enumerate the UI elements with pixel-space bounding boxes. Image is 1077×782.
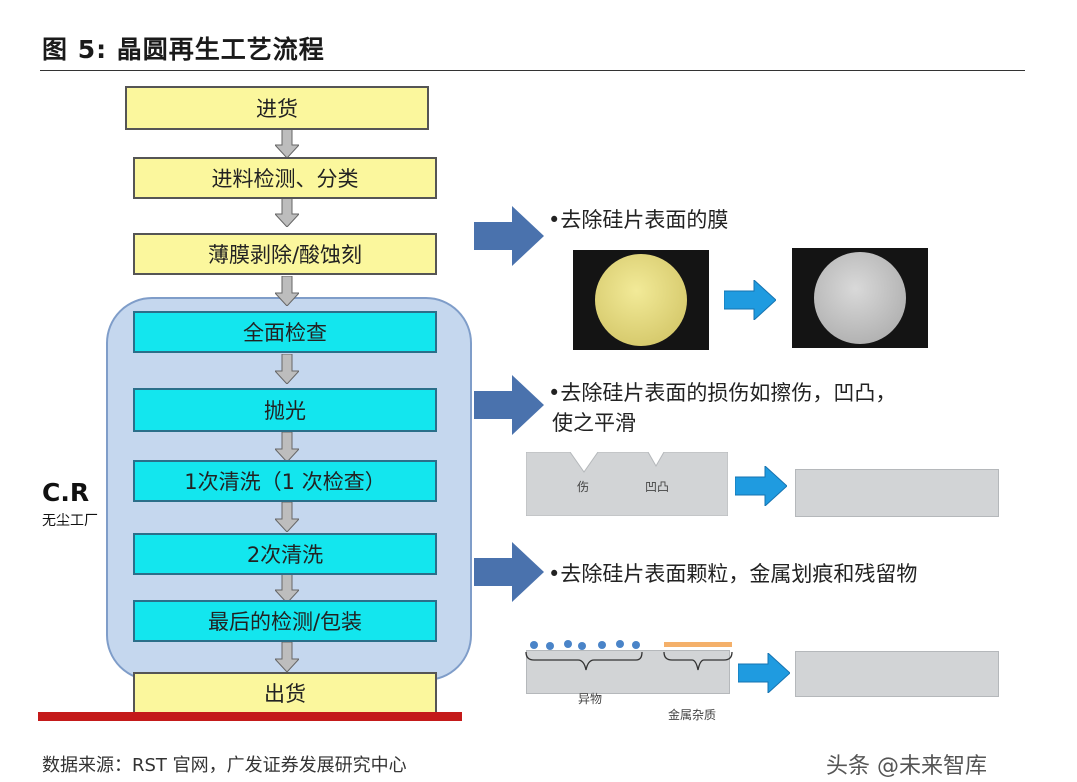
step-first-cleaning: 1次清洗（1 次检查） <box>133 460 437 502</box>
down-arrow-icon <box>275 642 299 672</box>
step-polishing: 抛光 <box>133 388 437 432</box>
particles-illustration <box>525 640 733 671</box>
wafer-gray-disc <box>814 252 906 344</box>
contaminated-surface-slab <box>526 650 730 694</box>
step-final-inspection-pack: 最后的检测/包装 <box>133 600 437 642</box>
wafer-yellow-disc <box>595 254 687 346</box>
label-foreign-matter: 异物 <box>578 692 603 706</box>
down-arrow-icon <box>275 502 299 532</box>
damaged-surface-illustration <box>526 452 728 516</box>
down-arrow-icon <box>275 432 299 462</box>
wafer-after-photo <box>792 248 928 348</box>
label-scratch: 伤 <box>577 480 590 494</box>
watermark: 头条 @未来智库 <box>826 754 987 779</box>
down-arrow-icon <box>275 276 299 306</box>
small-right-arrow-icon <box>724 280 776 320</box>
step-inspection-sort: 进料检测、分类 <box>133 157 437 199</box>
step-film-strip-etch: 薄膜剥除/酸蚀刻 <box>133 233 437 275</box>
title-divider <box>40 70 1025 71</box>
note-remove-damage-line2: 使之平滑 <box>552 411 636 435</box>
step-shipping: 出货 <box>133 672 437 714</box>
down-arrow-icon <box>275 354 299 384</box>
down-arrow-icon <box>275 128 299 158</box>
red-divider <box>38 712 462 721</box>
down-arrow-icon <box>275 197 299 227</box>
clean-room-label: C.R <box>42 478 90 507</box>
small-right-arrow-icon <box>735 466 787 506</box>
wafer-before-photo <box>573 250 709 350</box>
smooth-surface-slab <box>795 469 999 517</box>
clean-surface-slab <box>795 651 999 697</box>
right-arrow-icon <box>474 542 544 602</box>
right-arrow-icon <box>474 375 544 435</box>
right-arrow-icon <box>474 206 544 266</box>
note-remove-film: •去除硅片表面的膜 <box>548 208 729 232</box>
label-bump: 凹凸 <box>645 480 670 494</box>
label-metal-impurity: 金属杂质 <box>668 708 717 722</box>
figure-title: 图 5: 晶圆再生工艺流程 <box>42 35 325 64</box>
note-remove-particles: •去除硅片表面颗粒，金属划痕和残留物 <box>548 562 918 586</box>
small-right-arrow-icon <box>738 653 790 693</box>
clean-room-sublabel: 无尘工厂 <box>42 513 98 529</box>
down-arrow-icon <box>275 573 299 603</box>
data-source: 数据来源：RST 官网，广发证券发展研究中心 <box>42 755 407 776</box>
step-incoming: 进货 <box>125 86 429 130</box>
step-full-inspection: 全面检查 <box>133 311 437 353</box>
step-second-cleaning: 2次清洗 <box>133 533 437 575</box>
note-remove-damage-line1: •去除硅片表面的损伤如擦伤，凹凸， <box>548 381 897 405</box>
